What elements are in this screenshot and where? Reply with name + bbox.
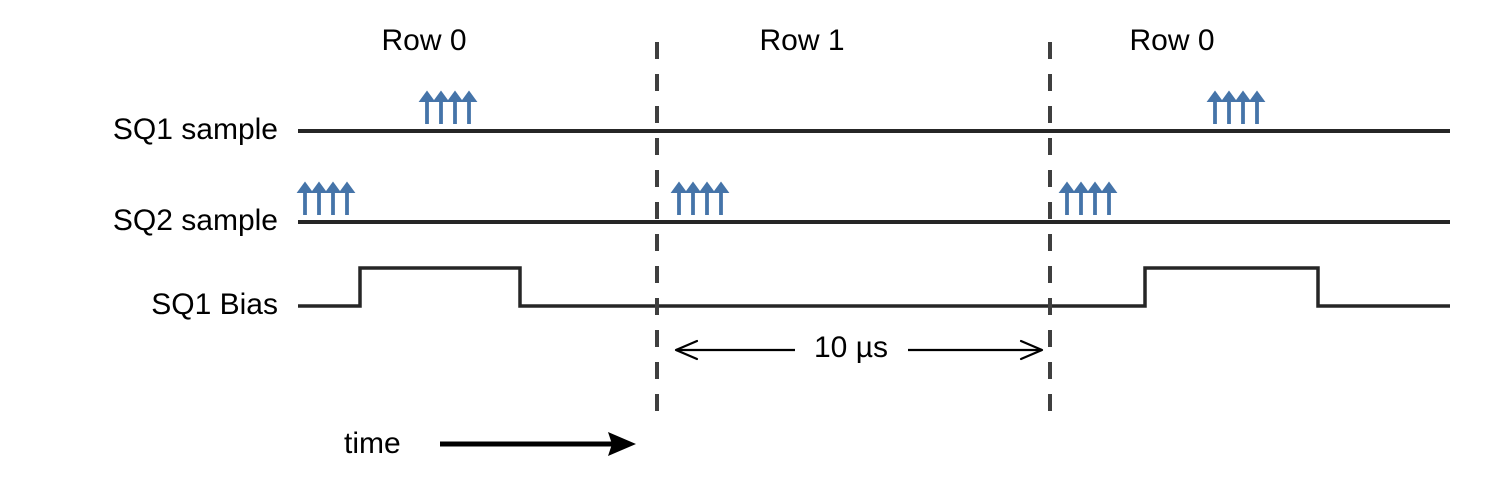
signal-labels-group: SQ1 sample SQ2 sample SQ1 Bias bbox=[113, 113, 278, 321]
signal-label-sq1-bias: SQ1 Bias bbox=[151, 288, 278, 321]
time-axis-label: time bbox=[344, 427, 401, 460]
signal-label-sq1-sample: SQ1 sample bbox=[113, 113, 278, 146]
sample-burst-sq1-1 bbox=[418, 90, 478, 124]
signal-label-sq2-sample: SQ2 sample bbox=[113, 204, 278, 237]
trace-sq1-bias bbox=[298, 266, 1450, 308]
time-axis-group: time bbox=[344, 427, 636, 460]
trace-sq2-sample bbox=[296, 181, 1450, 224]
duration-arrowhead-right bbox=[1019, 339, 1044, 361]
sample-burst-sq2-1 bbox=[296, 181, 356, 215]
row-label-row-0-first: Row 0 bbox=[381, 24, 466, 57]
duration-annotation: 10 µs bbox=[674, 331, 1044, 364]
time-axis-arrowhead bbox=[608, 432, 636, 456]
waveform-sq1-bias bbox=[298, 266, 1450, 308]
duration-label: 10 µs bbox=[814, 331, 888, 364]
duration-arrowhead-left bbox=[674, 339, 699, 361]
trace-sq1-sample bbox=[298, 90, 1450, 133]
row-labels-group: Row 0 Row 1 Row 0 bbox=[381, 24, 1214, 57]
sample-burst-sq2-2 bbox=[670, 181, 730, 215]
sample-burst-sq1-2 bbox=[1206, 90, 1266, 124]
sample-burst-sq2-3 bbox=[1058, 181, 1118, 215]
row-label-row-1: Row 1 bbox=[759, 24, 844, 57]
row-label-row-0-second: Row 0 bbox=[1129, 24, 1214, 57]
